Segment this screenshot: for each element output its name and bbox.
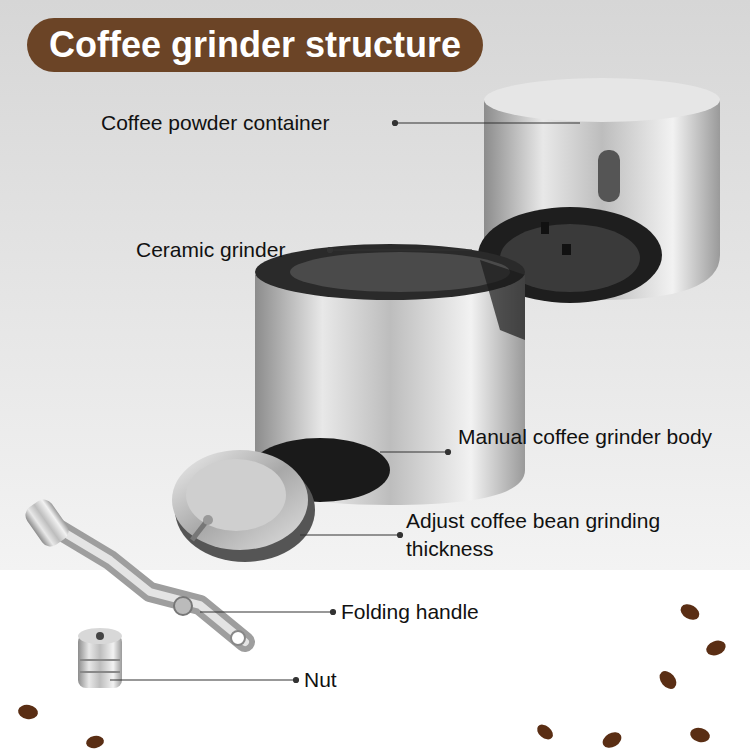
grinder-body bbox=[250, 244, 525, 505]
title-pill: Coffee grinder structure bbox=[27, 18, 483, 72]
part-label: Folding handle bbox=[341, 598, 591, 626]
part-label: Nut bbox=[304, 666, 424, 694]
part-label: Manual coffee grinder body bbox=[458, 423, 728, 451]
backdrop bbox=[0, 0, 750, 570]
leader-lines bbox=[110, 121, 580, 683]
adjust-cap bbox=[172, 450, 315, 562]
folding-handle bbox=[22, 496, 245, 645]
coffee-beans bbox=[17, 601, 728, 750]
part-label: Adjust coffee bean grinding thickness bbox=[406, 507, 736, 563]
nut bbox=[78, 628, 122, 688]
table-surface bbox=[0, 570, 750, 750]
part-label: Ceramic grinder bbox=[136, 236, 321, 264]
part-label: Coffee powder container bbox=[101, 109, 386, 137]
